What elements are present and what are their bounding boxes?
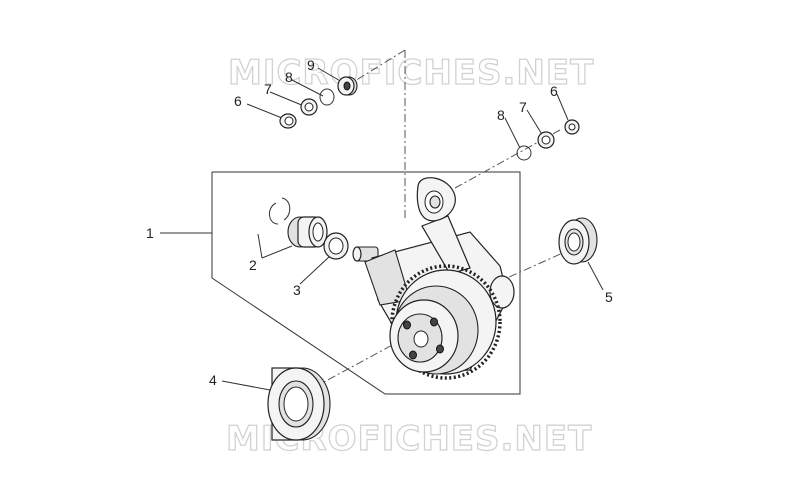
circlip-and-bushing bbox=[269, 197, 328, 248]
callout-1: 1 bbox=[146, 225, 154, 241]
left-small-parts bbox=[279, 76, 358, 129]
callout-8-left: 8 bbox=[285, 69, 293, 85]
callout-2: 2 bbox=[249, 257, 257, 273]
right-small-parts bbox=[516, 119, 580, 161]
large-bearing bbox=[267, 367, 331, 441]
callout-5: 5 bbox=[605, 289, 613, 305]
callout-7-right: 7 bbox=[519, 99, 527, 115]
callout-8-right: 8 bbox=[497, 107, 505, 123]
callout-4: 4 bbox=[209, 372, 217, 388]
assembly-outline-box bbox=[211, 171, 521, 395]
seal-ring bbox=[323, 232, 349, 260]
callout-9: 9 bbox=[307, 57, 315, 73]
crankshaft-assembly bbox=[352, 177, 515, 380]
leader-lines bbox=[160, 67, 604, 391]
callout-3: 3 bbox=[293, 282, 301, 298]
watermark-top: MICROFICHES.NET bbox=[228, 53, 594, 93]
callout-6-right: 6 bbox=[550, 83, 558, 99]
callout-7-left: 7 bbox=[264, 81, 272, 97]
callout-6-left: 6 bbox=[234, 93, 242, 109]
right-bearing bbox=[558, 217, 598, 265]
